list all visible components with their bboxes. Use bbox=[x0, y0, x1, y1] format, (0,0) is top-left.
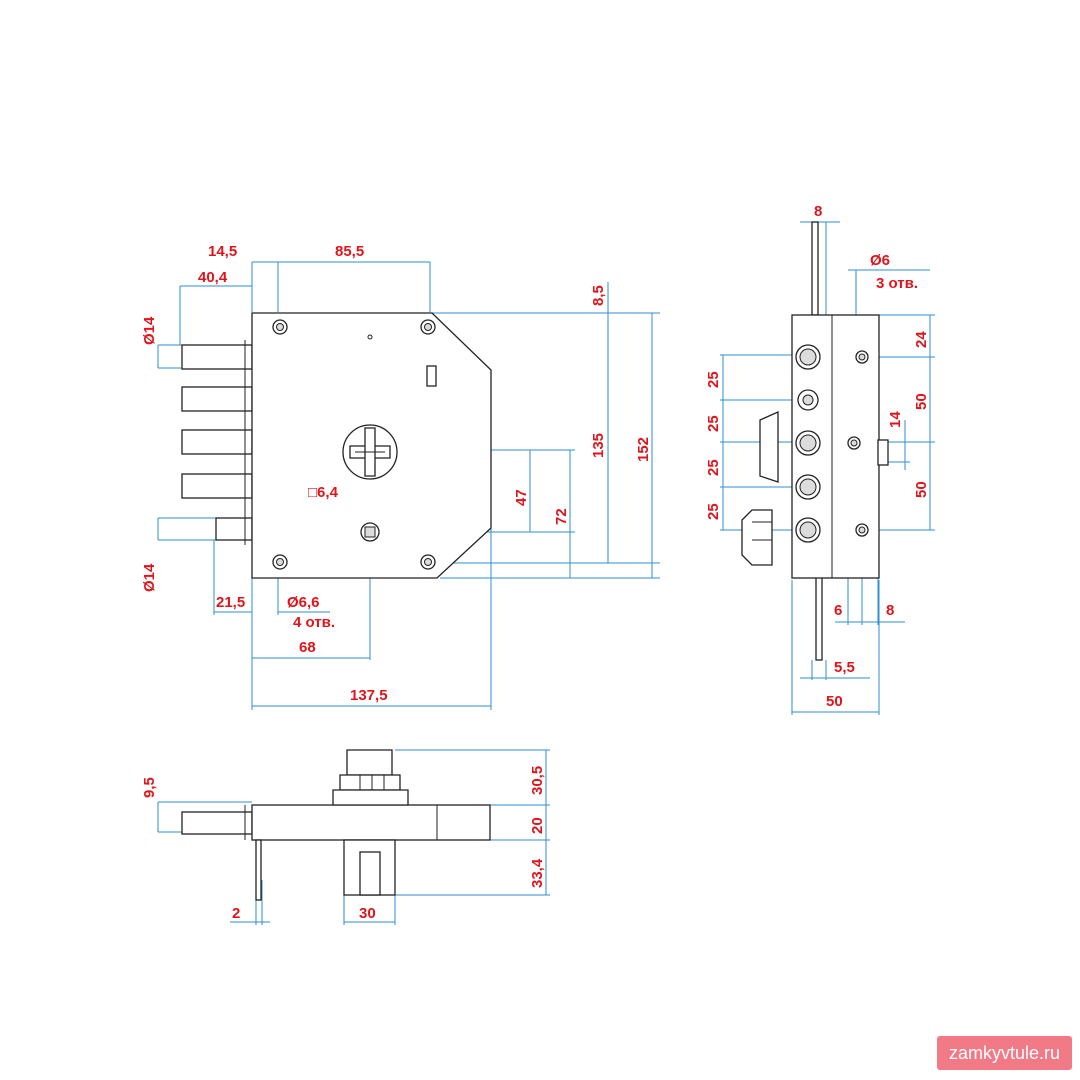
latch-bolt bbox=[215, 517, 253, 541]
dim-137-5: 137,5 bbox=[350, 687, 388, 704]
dim-25-c: 25 bbox=[705, 459, 722, 476]
dim-2: 2 bbox=[232, 905, 240, 922]
dia-14-bottom: Ø14 bbox=[141, 563, 158, 592]
dim-14: 14 bbox=[887, 411, 904, 428]
bottom-bolt bbox=[181, 811, 253, 835]
holes-3: 3 отв. bbox=[876, 275, 918, 292]
top-rod bbox=[811, 221, 819, 316]
dia-14-top: Ø14 bbox=[141, 316, 158, 345]
key-cylinder bbox=[342, 424, 398, 480]
dim-25-d: 25 bbox=[705, 503, 722, 520]
bottom-view: 9,5 30,5 20 33,4 2 30 bbox=[141, 749, 550, 925]
dim-6: 6 bbox=[834, 602, 842, 619]
bolt-3 bbox=[181, 429, 253, 455]
mounting-holes bbox=[272, 319, 436, 570]
side-screw-holes bbox=[847, 350, 869, 537]
dim-85-5: 85,5 bbox=[335, 243, 364, 260]
watermark-badge[interactable]: zamkyvtule.ru bbox=[936, 1036, 1072, 1070]
front-view: 14,5 85,5 40,4 8,5 Ø14 135 152 47 72 □6,… bbox=[141, 243, 660, 710]
dim-47: 47 bbox=[513, 489, 530, 506]
dia-6-6: Ø6,6 bbox=[287, 594, 320, 611]
spindle-square bbox=[364, 526, 376, 538]
dim-135: 135 bbox=[590, 433, 607, 458]
slot bbox=[426, 365, 437, 387]
bolt-2 bbox=[181, 386, 253, 412]
dim-50-b: 50 bbox=[913, 481, 930, 498]
bottom-pin bbox=[255, 839, 262, 901]
square-6-4: □6,4 bbox=[308, 484, 339, 501]
dim-9-5: 9,5 bbox=[141, 777, 158, 798]
bottom-cylinder-body bbox=[343, 839, 396, 896]
side-cylinder bbox=[741, 410, 779, 566]
dim-30-5: 30,5 bbox=[529, 766, 546, 795]
dim-21-5: 21,5 bbox=[216, 594, 245, 611]
dim-14-5: 14,5 bbox=[208, 243, 237, 260]
dim-24: 24 bbox=[913, 331, 930, 348]
dim-152: 152 bbox=[635, 437, 652, 462]
side-stub bbox=[877, 439, 889, 466]
dim-25-b: 25 bbox=[705, 415, 722, 432]
dim-50-width: 50 bbox=[826, 693, 843, 710]
bottom-case bbox=[251, 804, 491, 841]
bottom-rod bbox=[815, 574, 823, 661]
pin-hole bbox=[367, 334, 373, 340]
holes-4: 4 отв. bbox=[293, 614, 335, 631]
dim-20: 20 bbox=[529, 817, 546, 834]
bottom-cylinder-head bbox=[332, 749, 409, 806]
dim-72: 72 bbox=[553, 508, 570, 525]
bolt-1 bbox=[181, 344, 253, 370]
dim-33-4: 33,4 bbox=[529, 858, 546, 888]
dim-8-top: 8 bbox=[814, 203, 822, 220]
side-view: 8 Ø6 3 отв. 24 25 25 25 25 14 50 50 6 8 … bbox=[705, 203, 935, 715]
dim-8-bottom: 8 bbox=[886, 602, 894, 619]
dim-30: 30 bbox=[359, 905, 376, 922]
dim-50-a: 50 bbox=[913, 393, 930, 410]
front-dimension-lines bbox=[157, 261, 660, 710]
dia-6: Ø6 bbox=[870, 252, 890, 269]
dim-25-a: 25 bbox=[705, 371, 722, 388]
bolt-4 bbox=[181, 473, 253, 499]
dim-5-5: 5,5 bbox=[834, 659, 855, 676]
dim-40-4: 40,4 bbox=[198, 269, 228, 286]
bolt-ends bbox=[795, 344, 821, 543]
dim-8-5: 8,5 bbox=[590, 285, 607, 306]
dim-68: 68 bbox=[299, 639, 316, 656]
